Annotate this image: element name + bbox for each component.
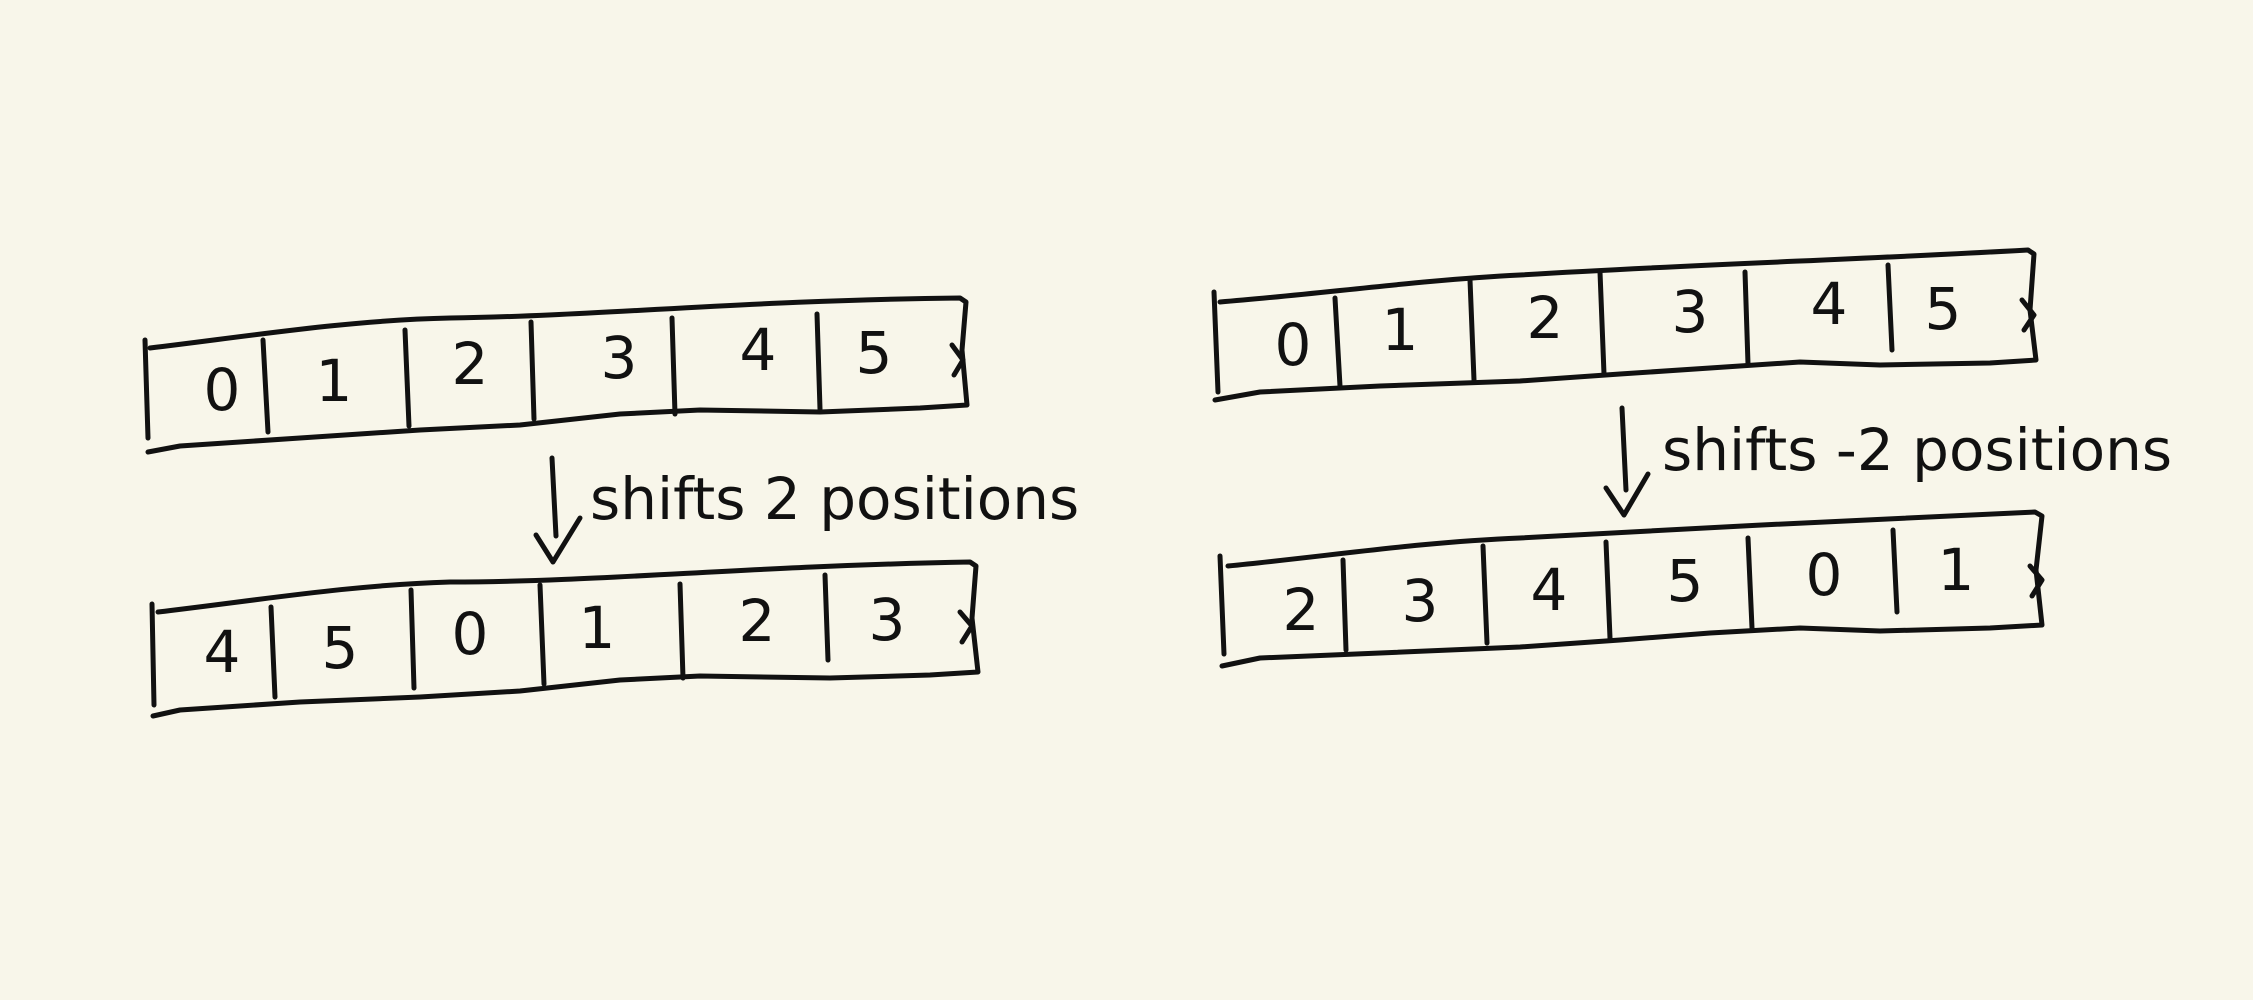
right-top-array: 0 1 2 3 4 5: [1211, 247, 2039, 403]
array-outline: [150, 559, 981, 719]
cell-divider: [402, 327, 412, 429]
cell-divider: [268, 604, 278, 700]
arrow-tip-marker: [2027, 563, 2045, 599]
array-cell: 4: [204, 618, 241, 686]
down-arrow-head: [533, 515, 583, 565]
cell-divider: [1332, 295, 1343, 389]
cell-divider: [1890, 527, 1900, 615]
cell-divider: [669, 315, 678, 417]
array-cell: 5: [322, 614, 359, 682]
array-cell: 2: [739, 587, 776, 655]
array-cell: 0: [204, 356, 241, 424]
cell-divider: [1467, 277, 1477, 383]
cell-divider: [1597, 269, 1607, 377]
left-shift-annotation: shifts 2 positions: [533, 455, 1079, 565]
array-left-edge: [149, 601, 157, 708]
array-cell: 5: [1667, 547, 1704, 615]
array-cell: 0: [1806, 541, 1843, 609]
left-bottom-array: 4 5 0 1 2 3: [149, 559, 981, 719]
array-cell: 2: [452, 330, 489, 398]
cell-divider: [408, 587, 417, 691]
array-cell: 1: [1938, 536, 1975, 604]
array-cell: 4: [1811, 270, 1848, 338]
array-cell: 3: [601, 324, 638, 392]
array-cell: 0: [452, 600, 489, 668]
arrow-tip-marker: [949, 342, 966, 378]
down-arrow-head: [1603, 471, 1651, 518]
cell-divider: [537, 582, 547, 687]
array-outline: [145, 295, 970, 455]
cell-divider: [1340, 557, 1349, 653]
array-cell: 3: [869, 586, 906, 654]
array-cell: 1: [579, 594, 616, 662]
cell-divider: [814, 311, 823, 412]
array-cell: 3: [1672, 278, 1709, 346]
shift-caption: shifts 2 positions: [590, 465, 1079, 533]
array-cell: 4: [740, 316, 777, 384]
cell-divider: [1745, 535, 1755, 631]
arrow-tip-marker: [2019, 297, 2037, 333]
down-arrow-icon: [549, 455, 559, 539]
array-cell: 5: [1925, 275, 1962, 343]
array-cell: 0: [1275, 311, 1312, 379]
cell-divider: [677, 581, 686, 681]
array-left-edge: [1211, 289, 1221, 395]
array-cell: 5: [856, 319, 893, 387]
array-left-edge: [1217, 553, 1227, 657]
cell-divider: [1480, 543, 1490, 646]
right-shift-annotation: shifts -2 positions: [1603, 405, 2172, 518]
cell-divider: [260, 337, 271, 435]
array-cell: 4: [1531, 556, 1568, 624]
cell-divider: [528, 319, 537, 422]
array-outline: [1219, 509, 2045, 669]
right-bottom-array: 2 3 4 5 0 1: [1217, 509, 2045, 669]
array-cell: 1: [1382, 296, 1419, 364]
left-top-array: 0 1 2 3 4 5: [142, 295, 970, 455]
cell-divider: [1885, 262, 1895, 353]
cell-divider: [822, 572, 831, 663]
array-cell: 1: [316, 347, 353, 415]
array-cell: 3: [1402, 567, 1439, 635]
array-cell: 2: [1283, 576, 1320, 644]
down-arrow-icon: [1619, 405, 1629, 493]
shift-caption: shifts -2 positions: [1662, 416, 2172, 484]
array-cell: 2: [1527, 284, 1564, 352]
arrow-tip-marker: [957, 609, 975, 645]
cell-divider: [1603, 539, 1613, 641]
cell-divider: [1742, 269, 1751, 367]
array-outline: [1212, 247, 2039, 403]
array-left-edge: [142, 337, 151, 441]
